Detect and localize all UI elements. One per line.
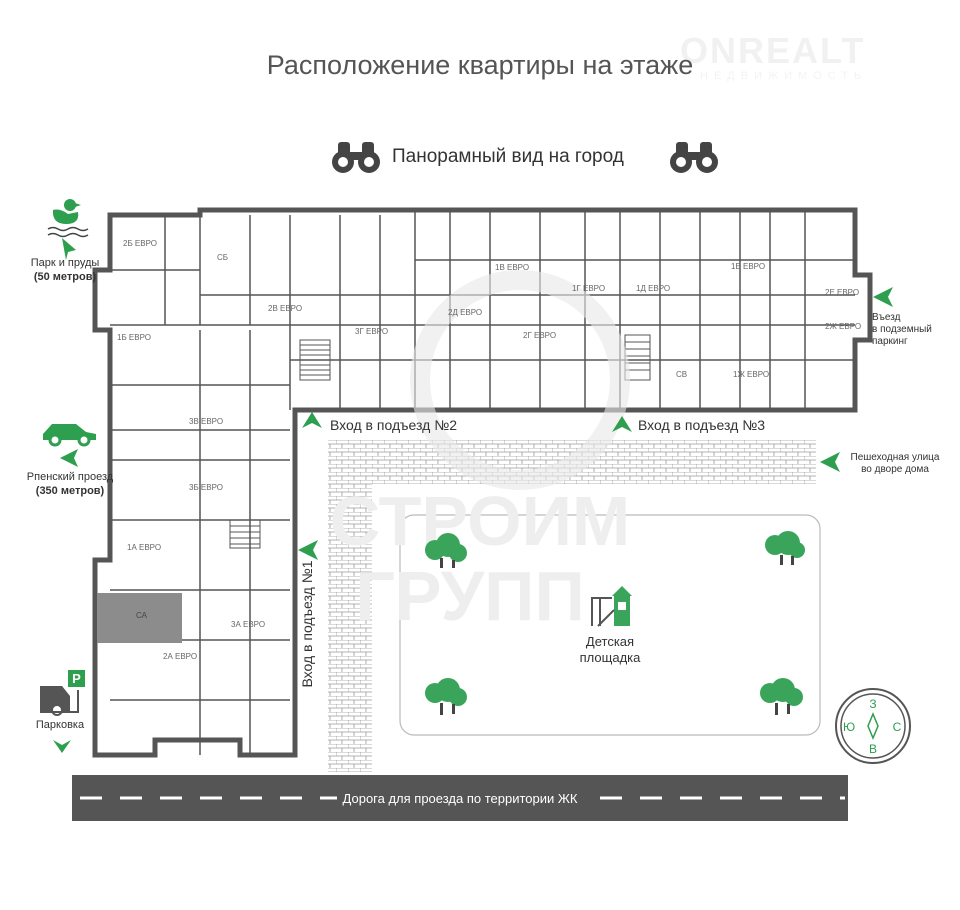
apt-label[interactable]: СВ xyxy=(676,370,687,379)
apt-label[interactable]: 3А ЕВРО xyxy=(231,620,265,629)
apt-label[interactable]: 1Ж ЕВРО xyxy=(733,370,769,379)
binoculars-icon xyxy=(332,142,380,173)
arrow-left-icon xyxy=(60,449,78,467)
apt-label[interactable]: СБ xyxy=(217,253,228,262)
apt-label[interactable]: СА xyxy=(136,611,148,620)
apt-label[interactable]: 1Б ЕВРО xyxy=(117,333,151,342)
arrow-left-icon xyxy=(873,287,893,307)
apt-label[interactable]: 2Ж ЕВРО xyxy=(825,322,861,331)
duck-icon xyxy=(47,199,89,238)
apt-label[interactable]: 2Е ЕВРО xyxy=(825,288,859,297)
apartment-labels: 2Б ЕВРО СБ 2В ЕВРО 1Б ЕВРО 3В ЕВРО 3Б ЕВ… xyxy=(117,239,861,661)
svg-text:С: С xyxy=(893,720,902,734)
watermark-sub: НЕДВИЖИМОСТЬ xyxy=(700,70,868,82)
apt-label[interactable]: 2Г ЕВРО xyxy=(523,331,556,340)
arrow-down-icon xyxy=(53,740,71,753)
panorama-label: Панорамный вид на город xyxy=(392,146,624,167)
tree-icon xyxy=(765,531,805,565)
apt-label[interactable]: 2А ЕВРО xyxy=(163,652,197,661)
svg-text:Ю: Ю xyxy=(843,720,855,734)
apt-label[interactable]: 1Г ЕВРО xyxy=(572,284,605,293)
arrow-left-icon xyxy=(298,540,318,560)
arrow-left-icon xyxy=(820,452,840,472)
playground-area xyxy=(399,514,821,736)
compass-icon: З В Ю С xyxy=(835,688,911,764)
park-label: Парк и пруды(50 метров) xyxy=(30,257,100,283)
apt-label[interactable]: 2Д ЕВРО xyxy=(448,308,482,317)
entrance-3-label: Вход в подъезд №3 xyxy=(638,417,766,433)
svg-text:З: З xyxy=(869,697,876,711)
apt-label[interactable]: 2Б ЕВРО xyxy=(123,239,157,248)
watermark-brand: ONREALT xyxy=(680,30,866,71)
apt-label[interactable]: 1Е ЕВРО xyxy=(731,262,765,271)
highlighted-apartment-area xyxy=(97,593,182,643)
arrow-upleft-icon xyxy=(62,238,76,260)
apt-label[interactable]: 2В ЕВРО xyxy=(268,304,302,313)
svg-text:В: В xyxy=(869,742,877,756)
arrow-up-icon xyxy=(612,416,632,432)
road-distance-label: Рпенский проезд(350 метров) xyxy=(26,471,114,497)
road-label: Дорога для проезда по территории ЖК xyxy=(0,791,920,806)
arrow-up-icon xyxy=(302,412,322,428)
apt-label[interactable]: 1Д ЕВРО xyxy=(636,284,670,293)
apt-label[interactable]: 3Г ЕВРО xyxy=(355,327,388,336)
arrow-icons xyxy=(53,238,893,753)
car-icon xyxy=(43,424,96,447)
page-title: Расположение квартиры на этаже xyxy=(266,50,694,80)
svg-text:ГРУПП: ГРУПП xyxy=(355,557,585,635)
playground-icon xyxy=(591,586,632,627)
entrance-2-label: Вход в подъезд №2 xyxy=(330,417,458,433)
apt-label[interactable]: 3Б ЕВРО xyxy=(189,483,223,492)
apt-label[interactable]: 1В ЕВРО xyxy=(495,263,529,272)
apt-label[interactable]: 1А ЕВРО xyxy=(127,543,161,552)
tree-icon xyxy=(425,533,467,568)
watermark-overlay: СТРОИМ xyxy=(330,482,630,560)
svg-text:P: P xyxy=(72,671,81,686)
tree-icons xyxy=(425,531,805,715)
tree-icon xyxy=(760,678,803,715)
entrance-1-label: Вход в подъезд №1 xyxy=(299,560,315,688)
apt-label[interactable]: 3В ЕВРО xyxy=(189,417,223,426)
parking-icon: P xyxy=(40,670,85,716)
binoculars-icon xyxy=(670,142,718,173)
tree-icon xyxy=(425,678,467,715)
parking-label: Парковка xyxy=(35,719,85,731)
